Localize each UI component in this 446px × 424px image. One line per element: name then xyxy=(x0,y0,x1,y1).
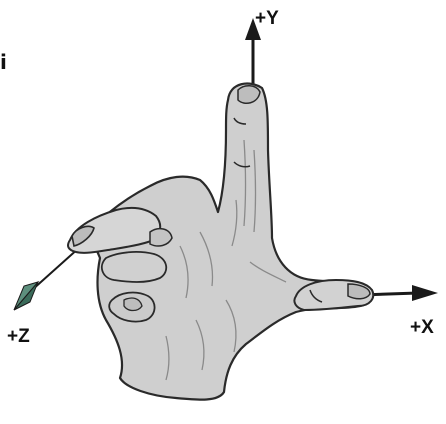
y-axis-label: +Y xyxy=(255,8,279,29)
hand-illustration xyxy=(67,82,375,401)
corner-text-fragment: i xyxy=(0,50,7,74)
z-axis-label: +Z xyxy=(7,326,30,347)
x-axis-label: +X xyxy=(410,317,434,338)
